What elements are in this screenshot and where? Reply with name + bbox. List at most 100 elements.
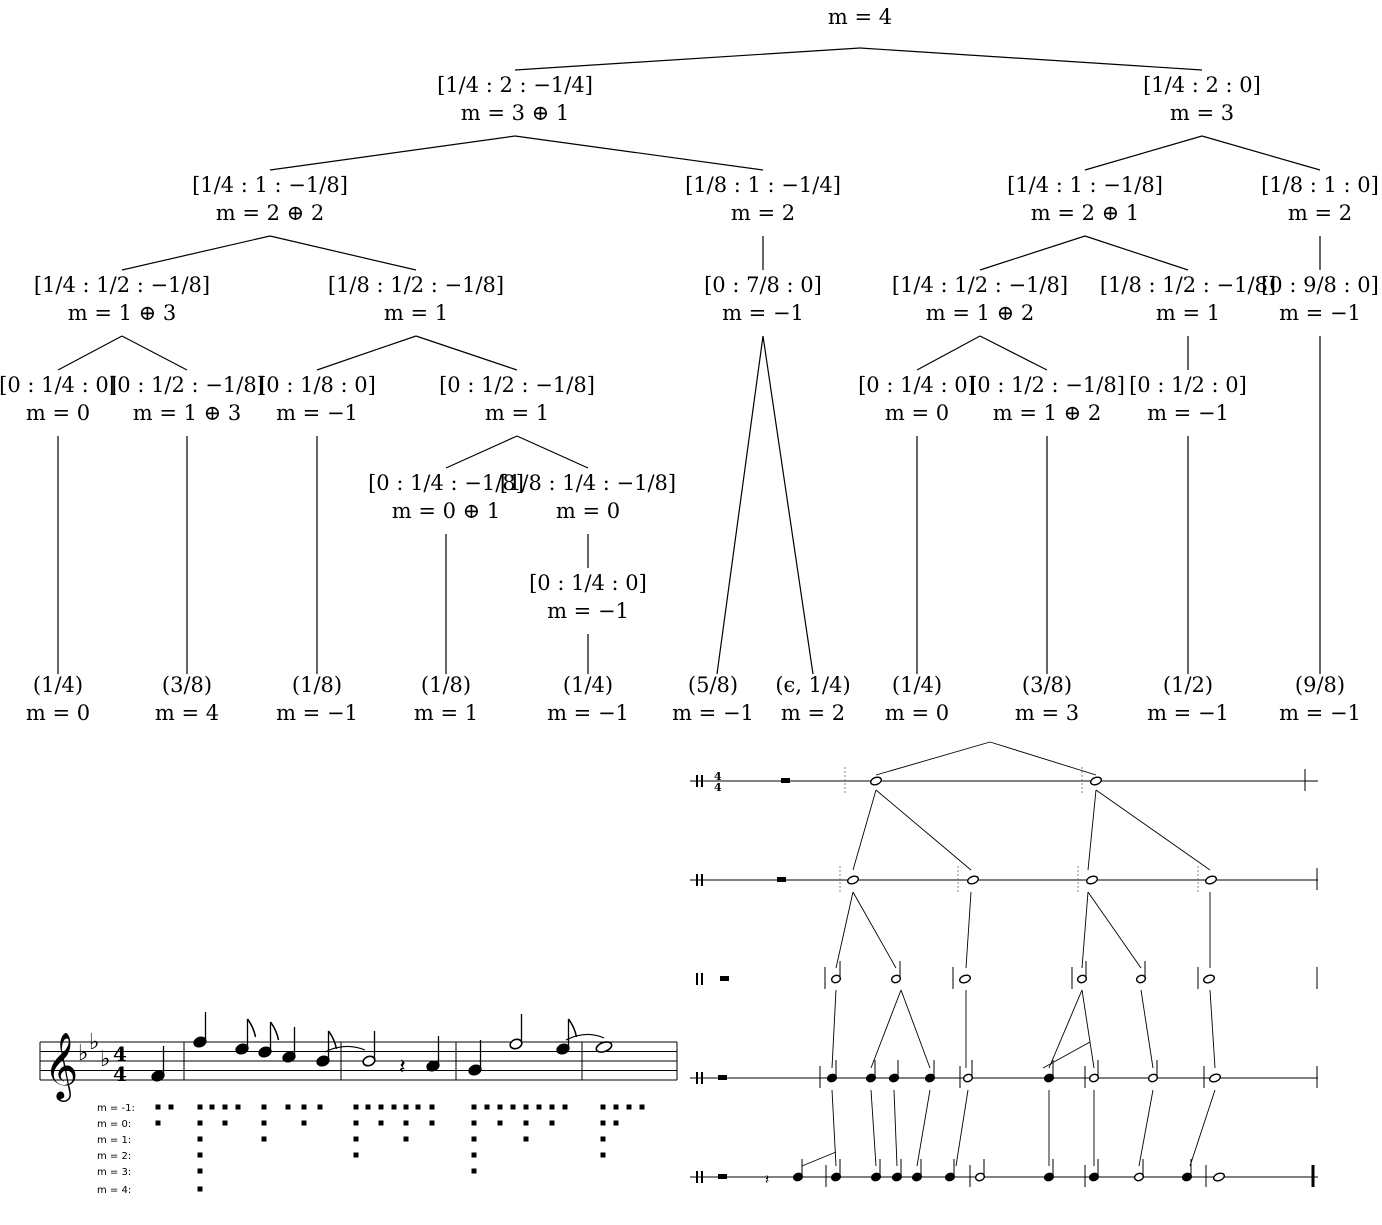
reduction-link — [831, 1089, 837, 1167]
node-metric: m = −1 — [547, 701, 629, 725]
metric-dot — [261, 1104, 267, 1110]
metric-dot — [536, 1104, 542, 1110]
rest-icon: 𝄽 — [765, 1172, 769, 1188]
node-interval: (ϵ, 1/4) — [775, 673, 850, 697]
metric-dot — [523, 1104, 529, 1110]
reduction-link — [875, 741, 991, 776]
rest-icon: 𝄽 — [399, 1055, 406, 1080]
node-metric: m = 0 ⊕ 1 — [392, 499, 501, 523]
metric-dot — [197, 1168, 203, 1174]
node-interval: (1/2) — [1163, 673, 1213, 697]
node-metric: m = 2 — [781, 701, 845, 725]
tree-leaf: (9/8)m = −1 — [1279, 673, 1361, 725]
metric-dot — [613, 1104, 619, 1110]
reduction-note — [1212, 1172, 1226, 1182]
metric-dot — [301, 1104, 307, 1110]
node-interval: [1/8 : 1 : −1/4] — [685, 173, 841, 197]
node-interval: [0 : 7/8 : 0] — [704, 273, 822, 297]
metric-dot — [353, 1120, 359, 1126]
tree-leaf: (1/4)m = 0 — [885, 673, 949, 725]
node-metric: m = 1 ⊕ 3 — [68, 301, 177, 325]
node-interval: (3/8) — [1022, 673, 1072, 697]
node-metric: m = 0 — [26, 401, 90, 425]
reduction-link — [1209, 989, 1216, 1069]
tree-node: [1/8 : 1 : 0]m = 2 — [1261, 173, 1379, 225]
node-metric: m = 3 — [1015, 701, 1079, 725]
reduction-link — [870, 989, 902, 1069]
node-interval: [0 : 1/4 : 0] — [0, 373, 117, 397]
node-interval: (3/8) — [162, 673, 212, 697]
metric-dot — [497, 1104, 503, 1110]
reduction-link — [1189, 1089, 1216, 1167]
tree-edge — [415, 335, 518, 371]
metric-dot — [197, 1152, 203, 1158]
tree-edge — [57, 335, 123, 371]
metric-dot — [168, 1104, 174, 1110]
note-flag — [567, 1018, 578, 1038]
metric-dot — [197, 1104, 203, 1110]
reduction-link — [893, 1089, 898, 1167]
tree-node: [1/4 : 1/2 : −1/8]m = 1 ⊕ 3 — [34, 273, 210, 325]
metric-dot — [639, 1104, 645, 1110]
tree-edge — [121, 235, 271, 271]
metric-dot — [549, 1104, 555, 1110]
tree-node: [0 : 1/2 : −1/8]m = 1 ⊕ 3 — [109, 373, 265, 425]
reduction-note — [1204, 875, 1218, 885]
tree-leaf: (1/2) m = −1 — [1147, 673, 1229, 725]
metric-dot — [197, 1136, 203, 1142]
tree-root: [1/4 : 4 : 0]m = 4 — [801, 0, 919, 29]
note-flag — [327, 1030, 338, 1050]
reduction-link — [1042, 1041, 1091, 1069]
metric-dot — [562, 1104, 568, 1110]
tree-node: [0 : 1/4 : −1/8]m = 0 ⊕ 1 — [368, 471, 524, 523]
tree-edge — [916, 335, 981, 371]
reduction-link — [801, 1151, 837, 1167]
tree-leaf: (1/8)m = 1 — [414, 673, 478, 725]
tree-node: [0 : 1/4 : 0]m = −1 — [529, 571, 647, 623]
metric-dot — [484, 1104, 490, 1110]
tree-edge — [121, 335, 188, 371]
node-interval: [1/4 : 4 : 0] — [801, 0, 919, 1]
tree-node: [1/8 : 1/2 : −1/8] m = 1 — [328, 273, 504, 325]
reduction-link — [852, 789, 877, 871]
metric-dot — [197, 1120, 203, 1126]
metric-dot — [600, 1152, 606, 1158]
reduction-note — [1089, 776, 1103, 786]
node-metric: m = 2 — [1288, 201, 1352, 225]
reduction-link — [900, 989, 931, 1069]
time-signature-top: 4 — [113, 1042, 127, 1066]
tree-leaf: (1/8)m = −1 — [276, 673, 358, 725]
node-interval: [0 : 1/2 : −1/8] — [969, 373, 1125, 397]
node-metric: m = 1 — [1156, 301, 1220, 325]
node-metric: m = 1 — [384, 301, 448, 325]
metric-dot — [600, 1136, 606, 1142]
whole-rest-icon — [718, 1075, 727, 1080]
node-interval: (9/8) — [1295, 673, 1345, 697]
music-score: 𝄞♭♭♭44𝄽 — [39, 1012, 678, 1102]
time-signature-bottom: 4 — [113, 1062, 127, 1086]
metric-row-label: m = -1: — [97, 1103, 135, 1114]
metric-row-label: m = 4: — [97, 1185, 131, 1196]
metric-dot — [429, 1120, 435, 1126]
reduction-note — [958, 974, 972, 984]
reduction-link — [831, 989, 837, 1069]
reduction-note — [966, 875, 980, 885]
node-interval: [0 : 1/8 : 0] — [258, 373, 376, 397]
node-metric: m = −1 — [276, 401, 358, 425]
tree-edge — [979, 235, 1086, 271]
node-interval: [1/8 : 1/2 : −1/8] — [328, 273, 504, 297]
node-interval: [1/4 : 2 : 0] — [1143, 73, 1261, 97]
node-metric: m = −1 — [1147, 701, 1229, 725]
reduction-note — [1085, 875, 1099, 885]
tree-node: [1/8 : 1/2 : −1/8]m = 1 — [1100, 273, 1276, 325]
tree-node: [0 : 7/8 : 0]m = −1 — [704, 273, 822, 325]
metric-dot — [523, 1120, 529, 1126]
node-interval: [1/4 : 1/2 : −1/8] — [892, 273, 1068, 297]
metric-dot — [471, 1104, 477, 1110]
node-interval: (1/4) — [892, 673, 942, 697]
node-interval: (1/4) — [563, 673, 613, 697]
tree-node: [1/4 : 1/2 : −1/8]m = 1 ⊕ 2 — [892, 273, 1068, 325]
reduction-link — [965, 891, 972, 969]
note-flag — [269, 1021, 280, 1041]
